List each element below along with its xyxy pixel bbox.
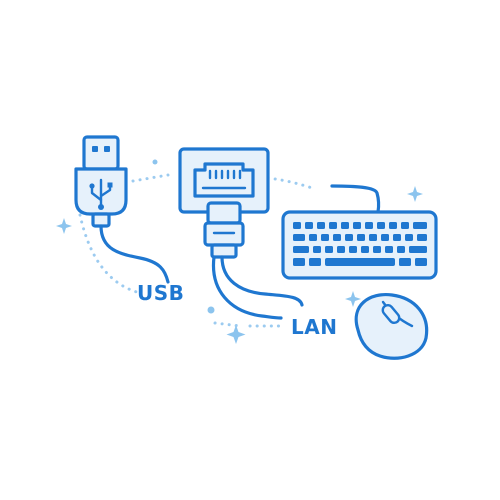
dots-usb-to-port [131,173,170,183]
usb-label: USB [137,281,184,305]
sparkle-dot [207,306,215,314]
sparkles [56,159,423,344]
keyboard-keys [293,222,427,266]
sparkle-icon [56,218,72,234]
keyboard-icon [281,184,438,280]
mouse-icon [354,292,429,360]
sparkle-icon [226,325,246,344]
ethernet-plug-icon [203,201,304,320]
dots-lan-left [213,321,242,328]
lan-label: LAN [291,315,337,339]
sparkle-icon [345,291,361,307]
dots-port-to-keyboard [266,176,314,190]
sparkle-icon [407,186,423,202]
dots-usb-curve [78,213,142,295]
usb-plug-icon [74,135,170,284]
sparkle-dot [152,159,158,165]
